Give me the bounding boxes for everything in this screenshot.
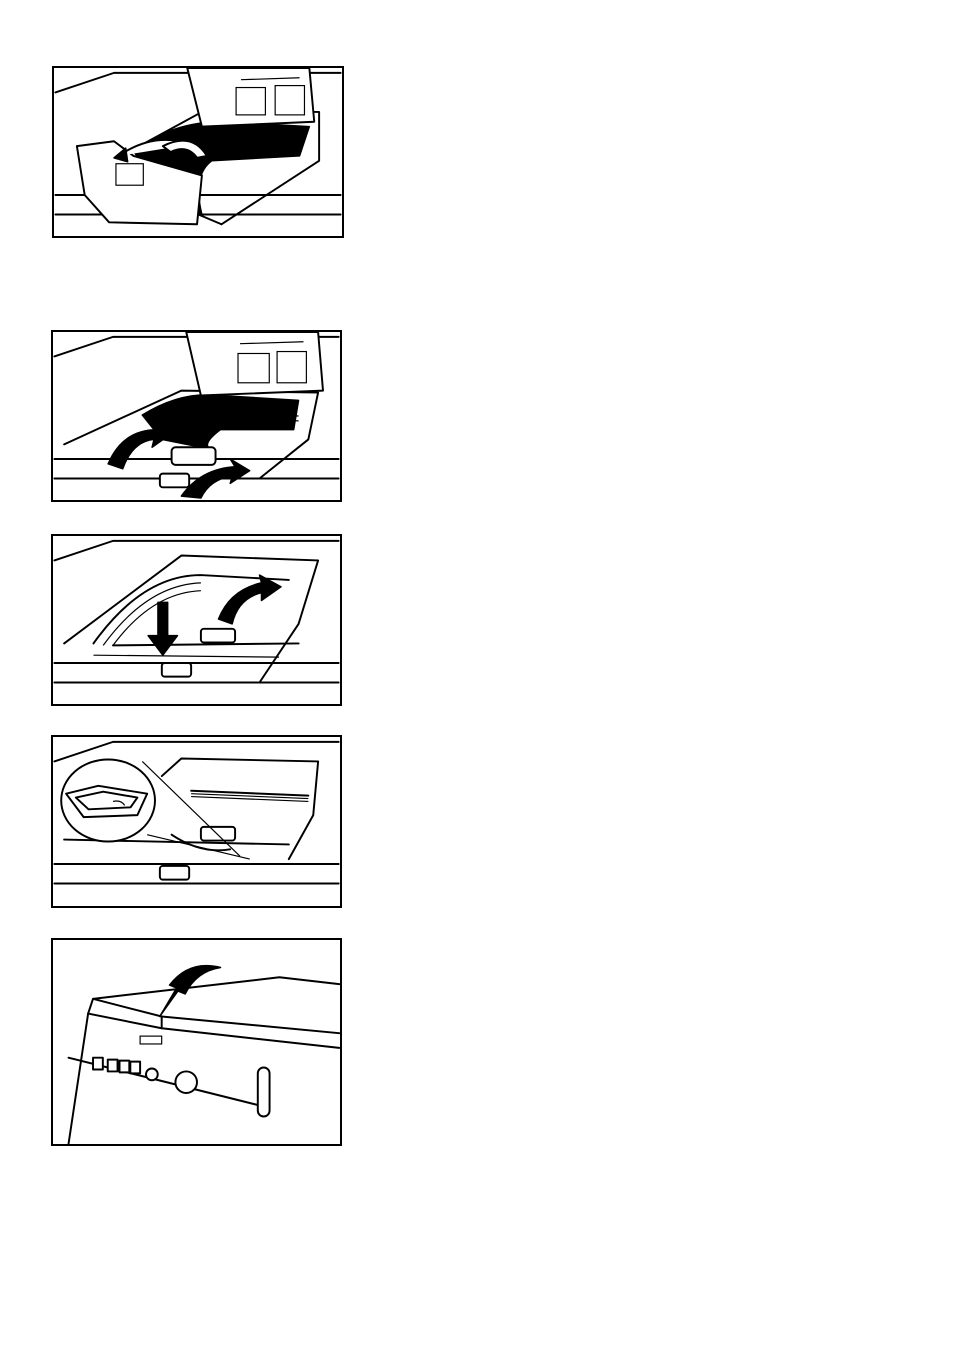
drum-lift-drawing xyxy=(53,332,340,500)
lift-drum-flaps-illustration xyxy=(51,330,342,502)
open-drum-flap-illustration xyxy=(52,66,344,238)
drum-open-drawing xyxy=(54,68,342,236)
close-lid-illustration xyxy=(51,938,342,1146)
catch-detail-drawing xyxy=(53,737,340,906)
drum-close-drawing xyxy=(53,536,340,704)
close-drum-flaps-illustration xyxy=(51,534,342,706)
lid-close-drawing xyxy=(53,940,340,1144)
flap-catch-detail-illustration xyxy=(51,735,342,908)
